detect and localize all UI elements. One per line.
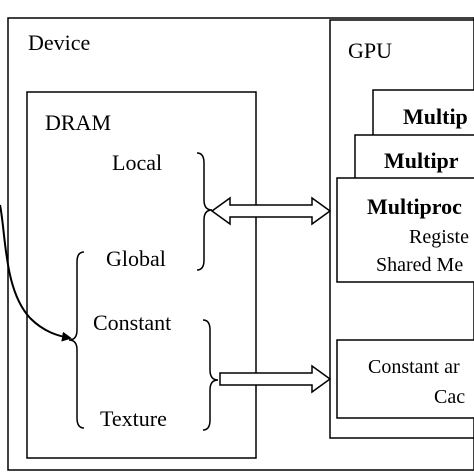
multiprocessor-box-front xyxy=(336,177,474,283)
multiprocessor-back-label: Multip xyxy=(403,104,468,129)
global-constant-texture-brace xyxy=(68,251,85,429)
cache-arrow xyxy=(219,364,332,394)
gpu-label: GPU xyxy=(348,38,392,63)
registers-label: Registe xyxy=(409,226,469,248)
dram-box xyxy=(26,91,257,459)
device-box xyxy=(7,17,474,471)
device-label: Device xyxy=(28,30,90,55)
cache-line-1: Constant ar xyxy=(368,356,460,378)
shared-memory-label: Shared Me xyxy=(376,254,463,276)
constant-texture-brace xyxy=(202,319,219,431)
cache-line-2: Cac xyxy=(434,386,465,408)
gpu-box xyxy=(329,19,474,439)
incoming-curved-arrow xyxy=(0,204,72,342)
local-global-brace xyxy=(196,152,213,271)
constant-memory-label: Constant xyxy=(93,310,171,335)
local-memory-label: Local xyxy=(112,150,162,175)
bidirectional-arrow xyxy=(210,196,332,226)
texture-memory-label: Texture xyxy=(100,406,167,431)
constant-texture-cache-box xyxy=(336,339,474,419)
multiprocessor-box-back xyxy=(372,89,474,143)
dram-label: DRAM xyxy=(45,110,111,135)
multiprocessor-middle-label: Multipr xyxy=(384,148,459,173)
global-memory-label: Global xyxy=(106,246,166,271)
multiprocessor-front-label: Multiproc xyxy=(367,194,462,219)
